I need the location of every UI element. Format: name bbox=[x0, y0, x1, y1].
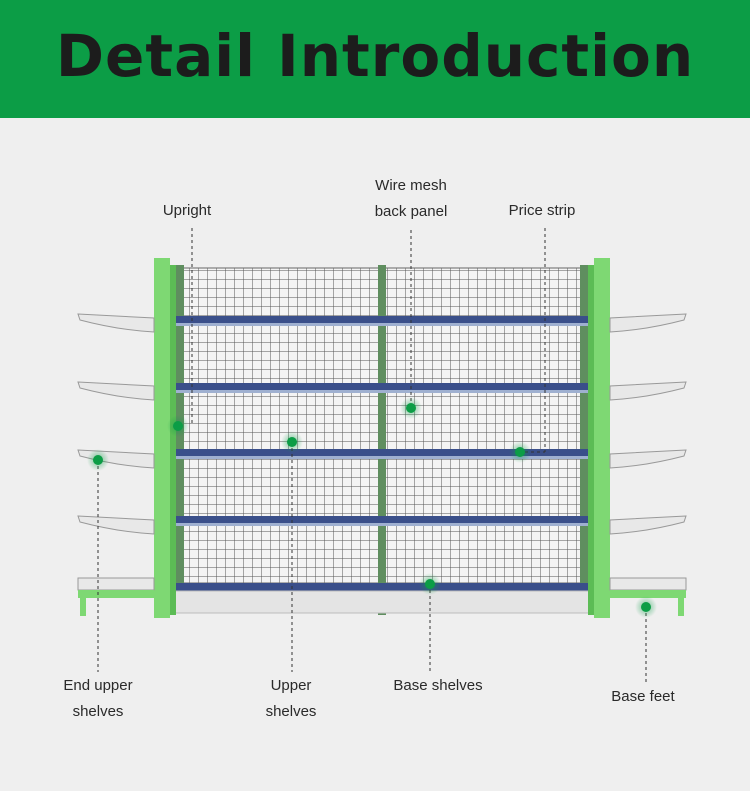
end-upper-shelves-label: End upper shelves bbox=[48, 673, 148, 725]
wire-mesh-label: Wire mesh back panel bbox=[356, 173, 466, 225]
upright-label: Upright bbox=[142, 198, 232, 224]
base-shelves-dot bbox=[425, 579, 435, 589]
wire-mesh-label-line1: Wire mesh bbox=[375, 177, 447, 194]
base-shelves-label-text: Base shelves bbox=[393, 677, 483, 694]
base-shelf bbox=[171, 583, 593, 614]
header-banner: Detail Introduction bbox=[0, 0, 750, 118]
wire-mesh-label-line2: back panel bbox=[374, 203, 448, 220]
upright-label-text: Upright bbox=[162, 202, 212, 219]
upper-shelves-label-line2: shelves bbox=[265, 703, 317, 720]
outer-uprights bbox=[154, 258, 610, 618]
base-feet-dot bbox=[641, 602, 651, 612]
upper-shelves bbox=[172, 316, 590, 526]
base-shelves-label: Base shelves bbox=[378, 673, 498, 699]
callout-dots bbox=[87, 397, 657, 618]
upper-shelves-dot bbox=[287, 437, 297, 447]
wire-mesh-dot bbox=[406, 403, 416, 413]
price-strip-label-text: Price strip bbox=[508, 202, 576, 219]
page-title: Detail Introduction bbox=[55, 22, 695, 90]
end-upper-label-line1: End upper bbox=[63, 677, 133, 694]
price-strip-label: Price strip bbox=[492, 198, 592, 224]
upright-dot bbox=[173, 421, 183, 431]
upper-shelves-label: Upper shelves bbox=[246, 673, 336, 725]
end-upper-label-line2: shelves bbox=[72, 703, 124, 720]
end-upper-dot bbox=[93, 455, 103, 465]
base-feet-label-text: Base feet bbox=[611, 688, 675, 705]
leader-lines bbox=[97, 228, 647, 685]
price-strip-dot bbox=[515, 447, 525, 457]
upper-shelves-label-line1: Upper bbox=[270, 677, 312, 694]
base-feet-label: Base feet bbox=[596, 684, 690, 710]
right-end-shelves bbox=[609, 313, 687, 616]
